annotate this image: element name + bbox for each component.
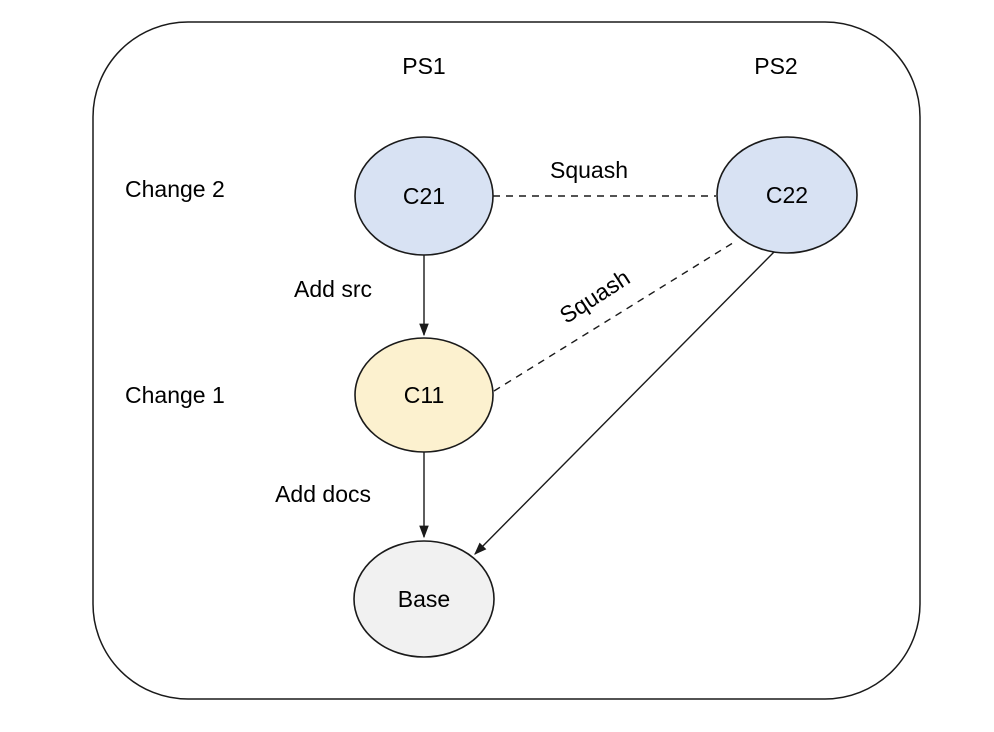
diagram-frame	[92, 21, 921, 700]
node-base-shape	[353, 540, 495, 658]
node-c21-shape	[354, 136, 494, 256]
label-add-src: Add src	[294, 276, 372, 302]
node-c21-label: C21	[403, 183, 445, 209]
node-c22-label: C22	[766, 182, 808, 208]
label-add-docs: Add docs	[275, 481, 371, 507]
node-base: Base	[353, 540, 495, 658]
column-header-ps2: PS2	[754, 53, 797, 79]
row-header-change-2: Change 2	[125, 176, 225, 202]
node-base-label: Base	[398, 586, 450, 612]
column-header-ps1: PS1	[402, 53, 445, 79]
node-c21: C21	[354, 136, 494, 256]
edge-parent-c22-base	[474, 249, 777, 555]
node-c11-label: C11	[404, 382, 445, 408]
row-header-change-1: Change 1	[125, 382, 225, 408]
node-c11: C11	[354, 337, 494, 453]
node-c22-shape	[716, 136, 858, 254]
node-c11-shape	[354, 337, 494, 453]
label-squash-horizontal: Squash	[550, 157, 628, 183]
edge-squash-c11-c22	[493, 240, 737, 392]
node-c22: C22	[716, 136, 858, 254]
